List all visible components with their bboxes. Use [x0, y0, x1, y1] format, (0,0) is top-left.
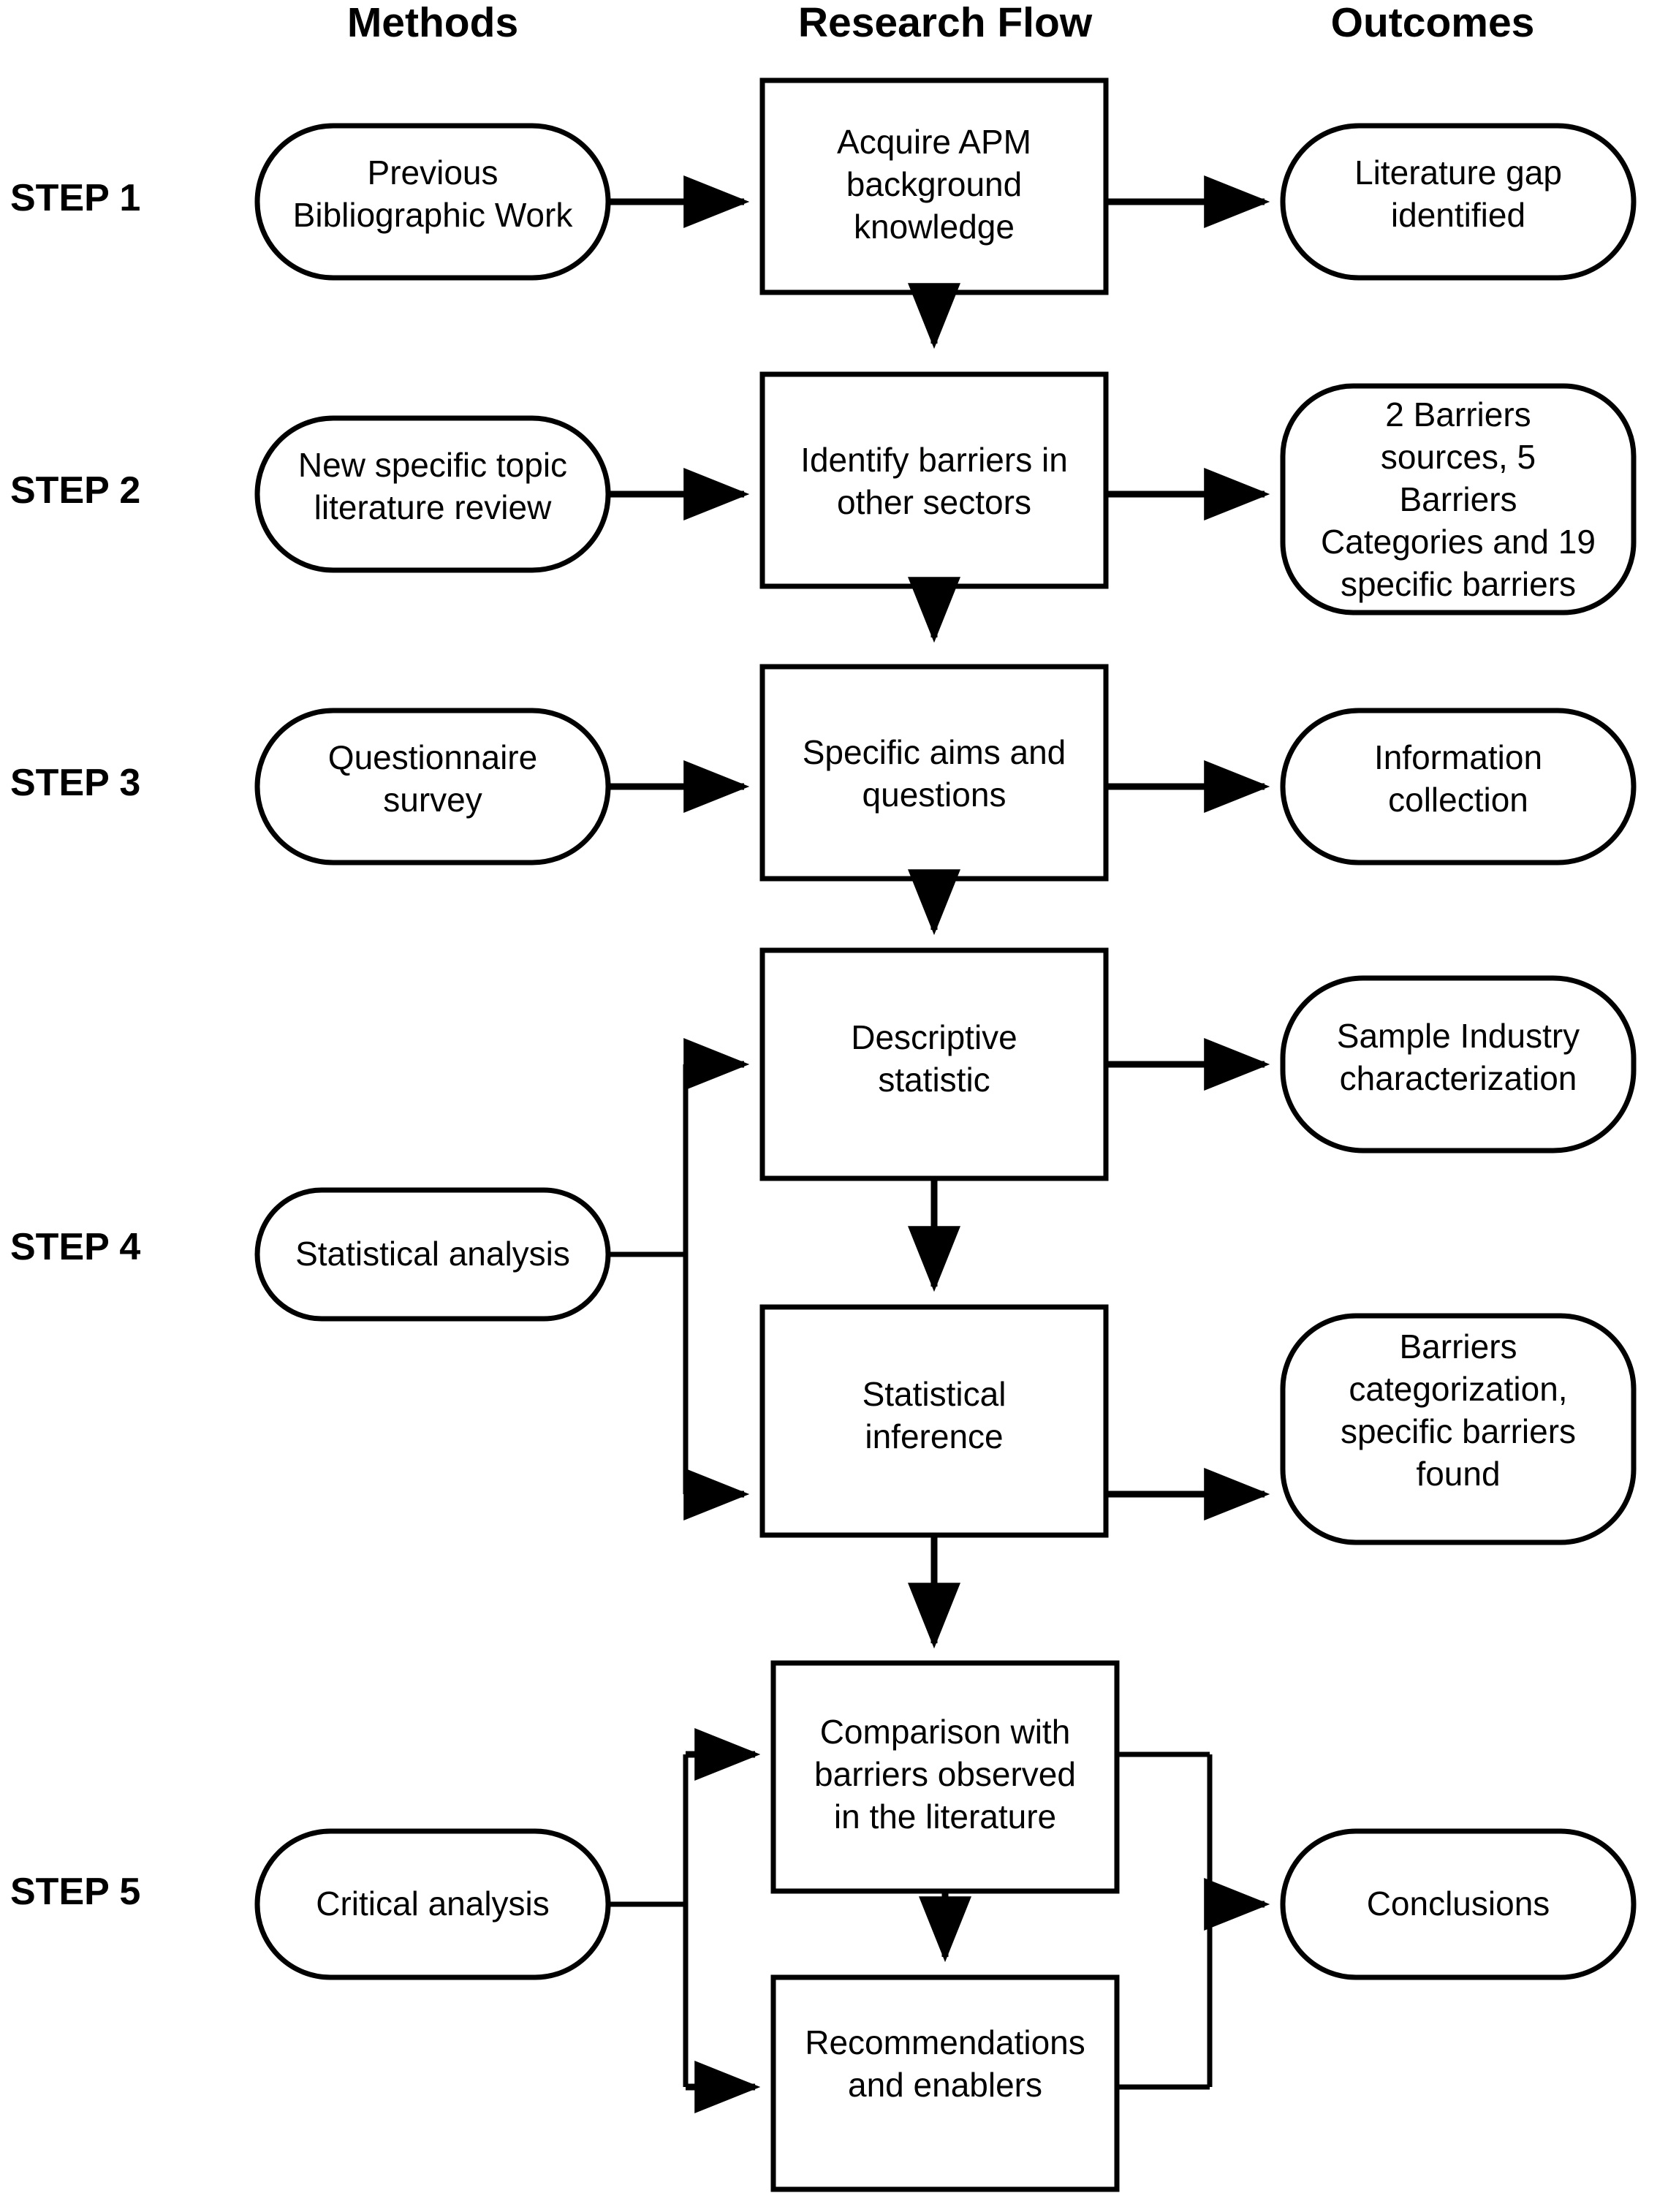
method-node-4-line-1: Statistical analysis: [295, 1235, 570, 1273]
process-node-acquire-apm-background-knowledge[interactable]: [759, 77, 1109, 295]
outcome-node-4b-line-2: categorization,: [1349, 1370, 1567, 1408]
process-node-3-line-1: Specific aims and: [803, 733, 1066, 771]
method-node-2-line-1: New specific topic: [298, 446, 567, 484]
outcome-node-2-line-4: Categories and 19: [1321, 523, 1596, 561]
process-node-4a-line-1: Descriptive: [851, 1018, 1017, 1056]
outcome-node-2-line-3: Barriers: [1399, 480, 1517, 518]
process-node-comparison-with-barriers-observed[interactable]: [770, 1660, 1120, 1894]
process-node-5a-line-1: Comparison with: [820, 1713, 1071, 1751]
process-node-4a-line-2: statistic: [878, 1061, 990, 1099]
process-node-recommendations-and-enablers[interactable]: [770, 1974, 1120, 2192]
process-node-statistical-inference[interactable]: [759, 1304, 1109, 1538]
process-node-5b-line-2: and enablers: [848, 2066, 1042, 2104]
process-node-5b-line-1: Recommendations: [805, 2023, 1085, 2061]
process-node-1-line-3: knowledge: [854, 208, 1015, 246]
method-node-1-line-1: Previous: [368, 154, 498, 192]
outcome-node-3-line-2: collection: [1388, 781, 1528, 819]
process-node-5a-line-2: barriers observed: [814, 1755, 1076, 1793]
process-node-4b-line-2: inference: [865, 1417, 1003, 1455]
outcome-node-1-line-1: Literature gap: [1354, 154, 1562, 192]
outcome-node-4a-line-1: Sample Industry: [1337, 1017, 1580, 1055]
outcome-node-4a-line-2: characterization: [1340, 1059, 1577, 1097]
step-label-1: STEP 1: [10, 177, 140, 219]
process-node-4b-line-1: Statistical: [863, 1375, 1007, 1413]
process-node-2-line-1: Identify barriers in: [800, 441, 1068, 479]
outcome-node-2-line-5: specific barriers: [1341, 565, 1576, 603]
process-node-5a-line-3: in the literature: [834, 1798, 1056, 1836]
step-label-3: STEP 3: [10, 762, 140, 804]
outcome-node-literature-gap-identified[interactable]: [1280, 123, 1637, 281]
process-node-1-line-2: background: [846, 165, 1022, 203]
method-node-5-line-1: Critical analysis: [316, 1885, 550, 1923]
step-label-2: STEP 2: [10, 469, 140, 512]
process-node-2-line-2: other sectors: [837, 483, 1031, 521]
outcome-node-1-line-2: identified: [1391, 196, 1525, 234]
outcome-node-4b-line-3: specific barriers: [1341, 1412, 1576, 1450]
outcome-node-conclusions[interactable]: [1280, 1828, 1637, 1980]
outcome-node-3-line-1: Information: [1374, 738, 1542, 776]
outcome-node-4b-line-4: found: [1416, 1455, 1500, 1493]
column-header-research-flow: Research Flow: [798, 0, 1093, 46]
column-header-outcomes: Outcomes: [1331, 0, 1535, 46]
outcome-node-5-line-1: Conclusions: [1367, 1885, 1550, 1923]
outcome-node-2-line-2: sources, 5: [1381, 438, 1536, 476]
step-label-5: STEP 5: [10, 1871, 140, 1913]
process-node-3-line-2: questions: [863, 776, 1007, 814]
column-header-methods: Methods: [347, 0, 518, 46]
outcome-node-information-collection[interactable]: [1280, 708, 1637, 866]
outcome-node-4b-line-1: Barriers: [1399, 1327, 1517, 1366]
outcome-node-barriers-sources-categories[interactable]: [1280, 383, 1637, 616]
outcome-node-2-line-1: 2 Barriers: [1385, 395, 1531, 433]
outcome-node-sample-industry-characterization[interactable]: [1280, 975, 1637, 1154]
process-node-specific-aims-and-questions[interactable]: [759, 664, 1109, 882]
method-node-3-line-1: Questionnaire: [328, 738, 537, 776]
outcome-node-barriers-categorization[interactable]: [1280, 1313, 1637, 1545]
method-node-3-line-2: survey: [383, 781, 482, 819]
step-label-4: STEP 4: [10, 1226, 140, 1268]
process-node-1-line-1: Acquire APM: [837, 123, 1031, 161]
method-node-1-line-2: Bibliographic Work: [293, 196, 574, 234]
method-node-2-line-2: literature review: [314, 488, 552, 526]
process-node-identify-barriers-in-other-sectors[interactable]: [759, 371, 1109, 589]
